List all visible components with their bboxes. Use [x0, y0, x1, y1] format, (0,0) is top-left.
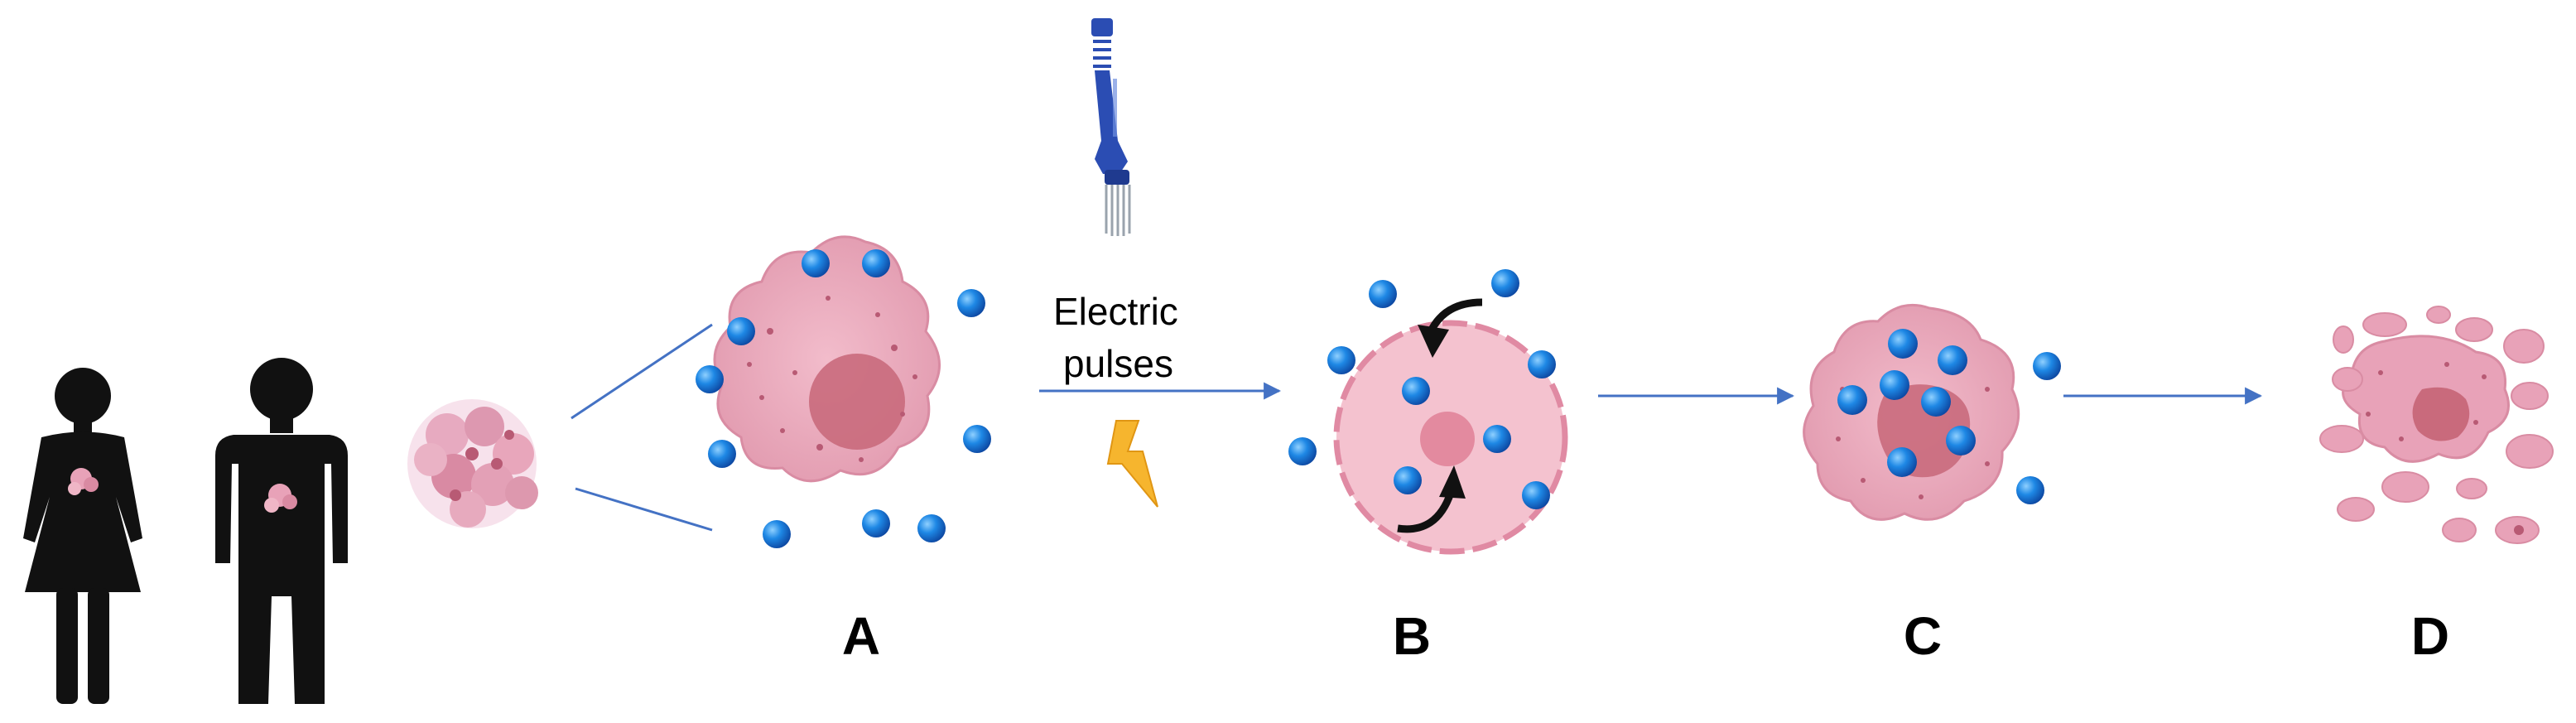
cell-a [713, 235, 941, 483]
drug-molecules-c [1837, 329, 2061, 504]
pulse-label: Electric pulses [1053, 290, 1189, 385]
pulse-label-line2: pulses [1063, 342, 1173, 385]
stage-label-c: C [1904, 606, 1942, 666]
female-silhouette-icon [0, 331, 157, 721]
rotation-arrow-icon [1397, 298, 1483, 533]
drug-molecules-b [1288, 269, 1556, 509]
nucleus [1420, 412, 1475, 466]
stage-label-d: D [2411, 606, 2449, 666]
zoom-line-top [571, 323, 713, 420]
lightning-icon [1106, 420, 1158, 508]
tumor-icon [68, 468, 99, 495]
stage-label-b: B [1393, 606, 1431, 666]
electrode-icon [1091, 18, 1131, 236]
tumor-cluster [407, 399, 538, 528]
drug-molecules-a [696, 249, 991, 548]
tumor-icon [264, 484, 297, 513]
stage-label-a: A [842, 606, 880, 666]
zoom-line-bottom [575, 487, 713, 532]
pulse-label-line1: Electric [1053, 290, 1178, 333]
male-silhouette-icon [199, 331, 356, 721]
nucleus [809, 354, 905, 450]
cell-d-fragmented [2319, 306, 2554, 544]
cell-b [1333, 320, 1568, 555]
